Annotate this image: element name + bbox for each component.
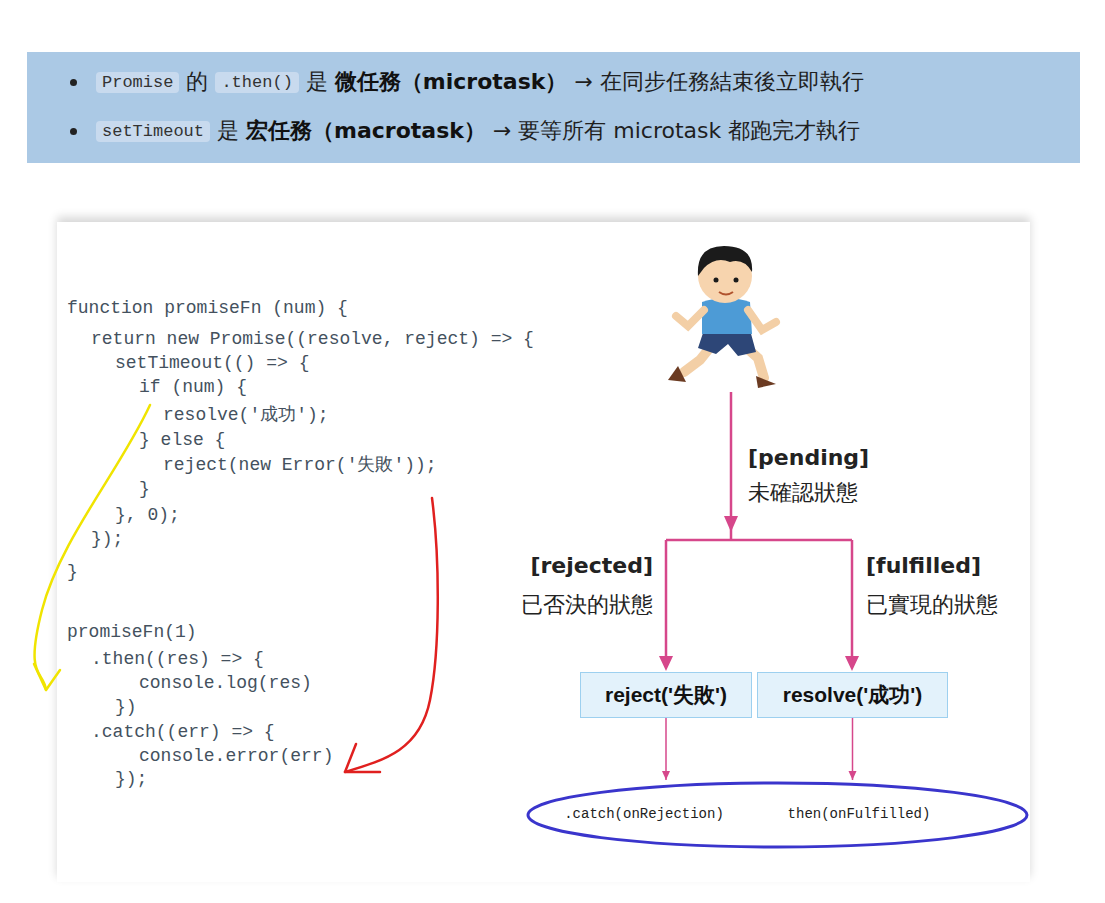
code-line: .catch((err) => { bbox=[91, 722, 275, 744]
code-line: function promiseFn (num) { bbox=[67, 298, 348, 320]
boy-shoe bbox=[756, 376, 776, 388]
state-box: resolve('成功') bbox=[757, 672, 948, 718]
bullet-text: 是 bbox=[306, 67, 328, 97]
boy-eye bbox=[734, 278, 739, 283]
arrowhead bbox=[724, 516, 738, 532]
inline-code: Promise bbox=[96, 72, 179, 93]
state-text: reject('失敗') bbox=[605, 681, 727, 709]
state-label: [rejected] bbox=[530, 553, 653, 579]
code-line: } else { bbox=[139, 430, 225, 452]
bullet-text: → 在同步任務結束後立即執行 bbox=[574, 67, 863, 97]
boy-hair bbox=[698, 246, 752, 276]
code-line: promiseFn(1) bbox=[67, 622, 197, 644]
running-boy bbox=[668, 246, 776, 388]
flow-connector bbox=[852, 718, 854, 780]
boy-arm bbox=[748, 310, 776, 330]
oval-ellipse bbox=[528, 783, 1027, 847]
code-panel bbox=[57, 222, 1030, 882]
bullet-dot bbox=[70, 128, 77, 135]
code-line: return new Promise((resolve, reject) => … bbox=[91, 329, 534, 351]
code-line: .then((res) => { bbox=[91, 649, 264, 671]
method-text: then(onFulfilled) bbox=[788, 806, 931, 822]
bullet-line: setTimeout 是宏任務（macrotask）→ 要等所有 microtas… bbox=[96, 116, 867, 146]
boy-shirt bbox=[702, 298, 752, 334]
bullet-text: 的 bbox=[186, 67, 208, 97]
inline-code: setTimeout bbox=[96, 121, 210, 142]
flow-connector bbox=[665, 718, 667, 780]
yellow-arrow bbox=[35, 405, 150, 690]
code-line: setTimeout(() => { bbox=[115, 353, 309, 375]
yellow-arrowhead bbox=[34, 664, 60, 690]
bullet-line: Promise 的 .then() 是微任務（microtask）→ 在同步任務結束後… bbox=[96, 67, 871, 97]
state-label: 已實現的狀態 bbox=[866, 592, 998, 618]
state-text: resolve('成功') bbox=[783, 681, 923, 709]
state-label: 未確認狀態 bbox=[748, 480, 858, 506]
bold-term: 微任務（microtask） bbox=[335, 67, 568, 97]
state-label: [fulfilled] bbox=[866, 553, 981, 579]
arrowhead bbox=[659, 656, 673, 671]
code-line: if (num) { bbox=[139, 377, 247, 399]
rejected-line bbox=[665, 540, 668, 662]
split-line bbox=[666, 539, 852, 542]
boy-mouth bbox=[719, 292, 733, 295]
red-arrow bbox=[345, 498, 438, 772]
boy-arm bbox=[676, 310, 704, 326]
bold-term: 宏任務（macrotask） bbox=[246, 116, 486, 146]
code-line: }); bbox=[115, 769, 147, 791]
state-label: [pending] bbox=[748, 445, 869, 471]
code-line: }, 0); bbox=[115, 505, 180, 527]
code-line: }); bbox=[91, 529, 123, 551]
arrowhead bbox=[845, 656, 859, 671]
state-label: 已否決的狀態 bbox=[521, 592, 653, 618]
state-arrowheads bbox=[659, 516, 859, 671]
boy-eye bbox=[714, 278, 719, 283]
inline-code: .then() bbox=[215, 72, 298, 93]
bullet-text: → 要等所有 microtask 都跑完才執行 bbox=[493, 116, 860, 146]
code-line: resolve('成功'); bbox=[163, 405, 329, 427]
code-line: console.error(err) bbox=[139, 746, 333, 768]
info-band: Promise的.then()是微任務（microtask）→ 在同步任務結束後… bbox=[27, 52, 1080, 163]
bullet-text: 是 bbox=[217, 116, 239, 146]
red-arrowhead bbox=[345, 744, 380, 772]
code-line: } bbox=[139, 479, 150, 501]
code-line: console.log(res) bbox=[139, 673, 312, 695]
result-oval: .catch(onRejection) then(onFulfilled) bbox=[525, 780, 1030, 850]
state-arrows bbox=[666, 392, 852, 662]
fulfilled-line bbox=[851, 540, 854, 662]
hand-drawn-arrows bbox=[34, 405, 438, 772]
state-box: reject('失敗') bbox=[580, 672, 752, 718]
boy-shoe bbox=[668, 366, 686, 382]
method-text: .catch(onRejection) bbox=[564, 806, 724, 822]
code-line: } bbox=[67, 562, 78, 584]
code-line: reject(new Error('失敗')); bbox=[163, 455, 437, 477]
code-line: }) bbox=[115, 697, 137, 719]
bullet-dot bbox=[70, 79, 77, 86]
